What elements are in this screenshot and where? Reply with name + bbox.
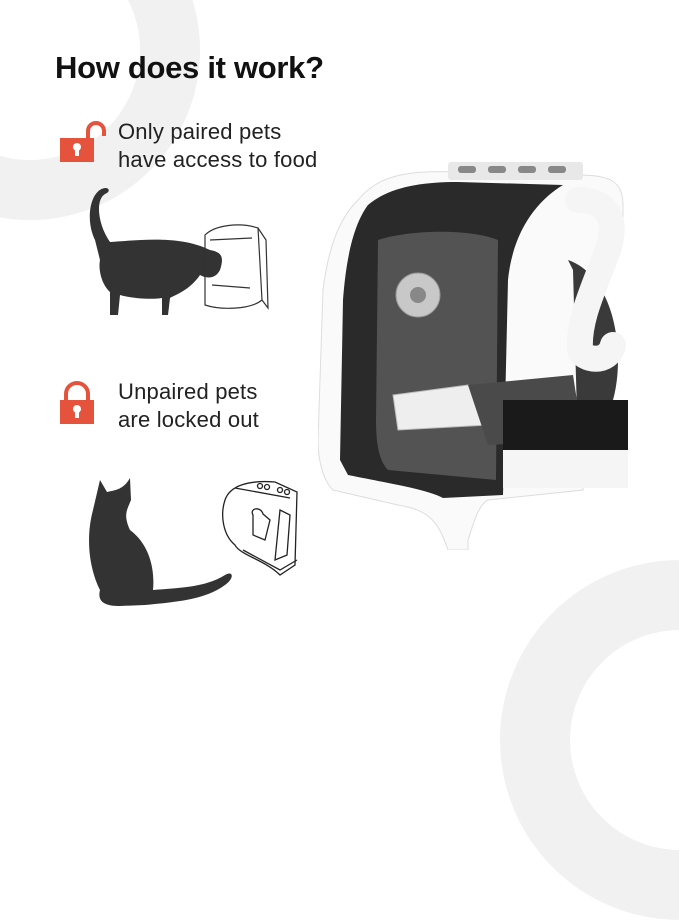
cat-sitting-illustration: [89, 478, 298, 606]
cat-eating-illustration: [89, 188, 269, 315]
lock-closed-icon: [60, 381, 94, 424]
feature-2-line-2: are locked out: [118, 407, 259, 432]
product-feeder-image: [318, 162, 628, 550]
page-title: How does it work?: [55, 50, 324, 85]
background-ring-bottom-right: [500, 560, 679, 920]
feature-paired-pets: Only paired pets have access to food: [58, 118, 317, 174]
feature-2-line-1: Unpaired pets: [118, 379, 258, 404]
feature-unpaired-pets: Unpaired pets are locked out: [58, 378, 259, 434]
lock-open-icon: [60, 121, 106, 162]
feature-1-line-1: Only paired pets: [118, 119, 282, 144]
feature-1-line-2: have access to food: [118, 147, 318, 172]
